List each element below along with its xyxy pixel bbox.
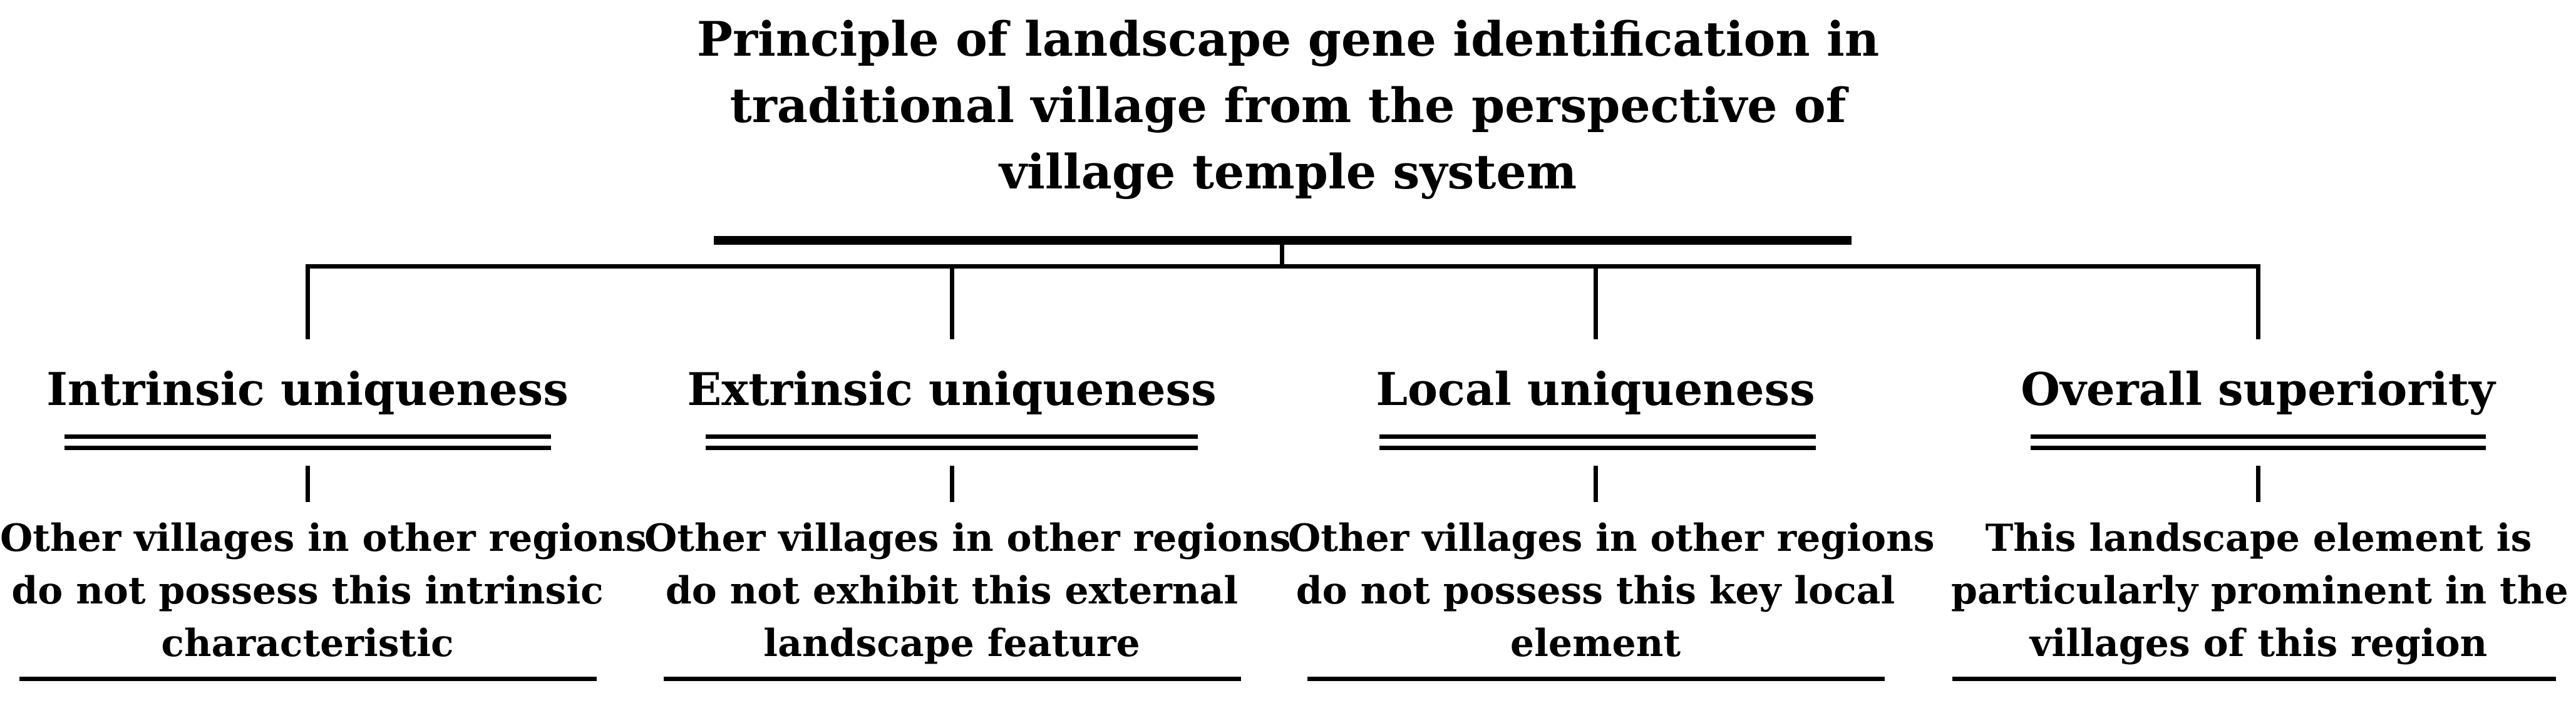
description-underline	[664, 677, 1241, 681]
title-stem-connector	[1280, 244, 1284, 267]
title-line-2: traditional village from the perspective…	[729, 78, 1847, 133]
description-underline	[1307, 677, 1885, 681]
heading-to-description-connector	[1594, 466, 1598, 502]
column-heading: Local uniqueness	[1376, 362, 1815, 416]
branch-drop-connector	[1594, 264, 1598, 339]
description-underline	[1952, 677, 2556, 681]
description-line: do not exhibit this external	[665, 569, 1239, 613]
column-description: Other villages in other regions do not e…	[644, 512, 1291, 670]
column-description: This landscape element is particularly p…	[1951, 512, 2568, 670]
heading-to-description-connector	[950, 466, 954, 502]
column-description: Other villages in other regions do not p…	[1288, 512, 1935, 670]
description-line: element	[1510, 622, 1681, 665]
heading-to-description-connector	[2256, 466, 2260, 502]
column-description: Other villages in other regions do not p…	[0, 512, 647, 670]
heading-double-underline	[64, 434, 551, 450]
description-line: villages of this region	[2029, 622, 2488, 665]
branch-drop-connector	[2256, 264, 2260, 339]
description-line: Other villages in other regions	[644, 516, 1291, 560]
description-line: Other villages in other regions	[0, 516, 647, 560]
diagram-title: Principle of landscape gene identificati…	[662, 6, 1914, 205]
description-line: do not possess this key local	[1296, 569, 1895, 613]
description-line: This landscape element is	[1985, 516, 2532, 560]
heading-double-underline	[1379, 434, 1816, 450]
column-heading: Overall superiority	[2021, 362, 2495, 416]
description-line: particularly prominent in the	[1951, 569, 2568, 613]
column-heading: Intrinsic uniqueness	[46, 362, 569, 416]
title-underline	[714, 236, 1852, 245]
branch-drop-connector	[950, 264, 954, 339]
description-line: landscape feature	[763, 622, 1140, 665]
branch-drop-connector	[306, 264, 310, 339]
branch-horizontal-connector	[306, 264, 2260, 269]
column-heading: Extrinsic uniqueness	[687, 362, 1217, 416]
heading-double-underline	[706, 434, 1198, 450]
title-line-3: village temple system	[999, 144, 1577, 200]
heading-double-underline	[2031, 434, 2486, 450]
description-underline	[19, 677, 597, 681]
description-line: characteristic	[161, 622, 454, 665]
heading-to-description-connector	[306, 466, 310, 502]
title-line-1: Principle of landscape gene identificati…	[696, 11, 1880, 67]
description-line: Other villages in other regions	[1288, 516, 1935, 560]
description-line: do not possess this intrinsic	[11, 569, 604, 613]
